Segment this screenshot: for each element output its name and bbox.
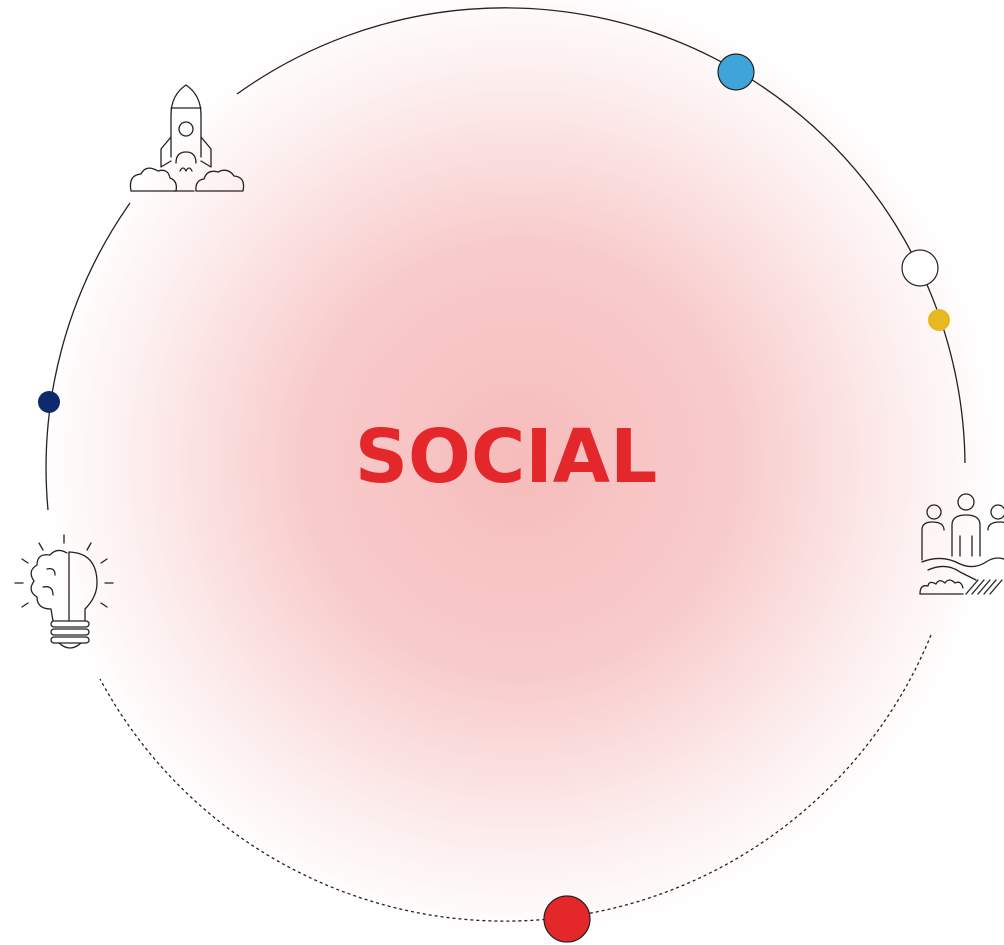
brain-lightbulb-icon	[14, 534, 114, 649]
rocket-launch-icon	[129, 84, 245, 192]
team-handshake-icon	[919, 493, 1004, 595]
yellow-dot	[928, 309, 950, 331]
white-dot	[901, 249, 939, 287]
center-halo	[40, 0, 1000, 940]
navy-dot	[38, 391, 60, 413]
ring-arc-bottom-dashed	[99, 634, 932, 922]
blue-dot	[717, 53, 755, 91]
ring-arc-left	[45, 202, 131, 511]
red-dot	[543, 895, 591, 943]
diagram-title: SOCIAL	[355, 414, 657, 500]
